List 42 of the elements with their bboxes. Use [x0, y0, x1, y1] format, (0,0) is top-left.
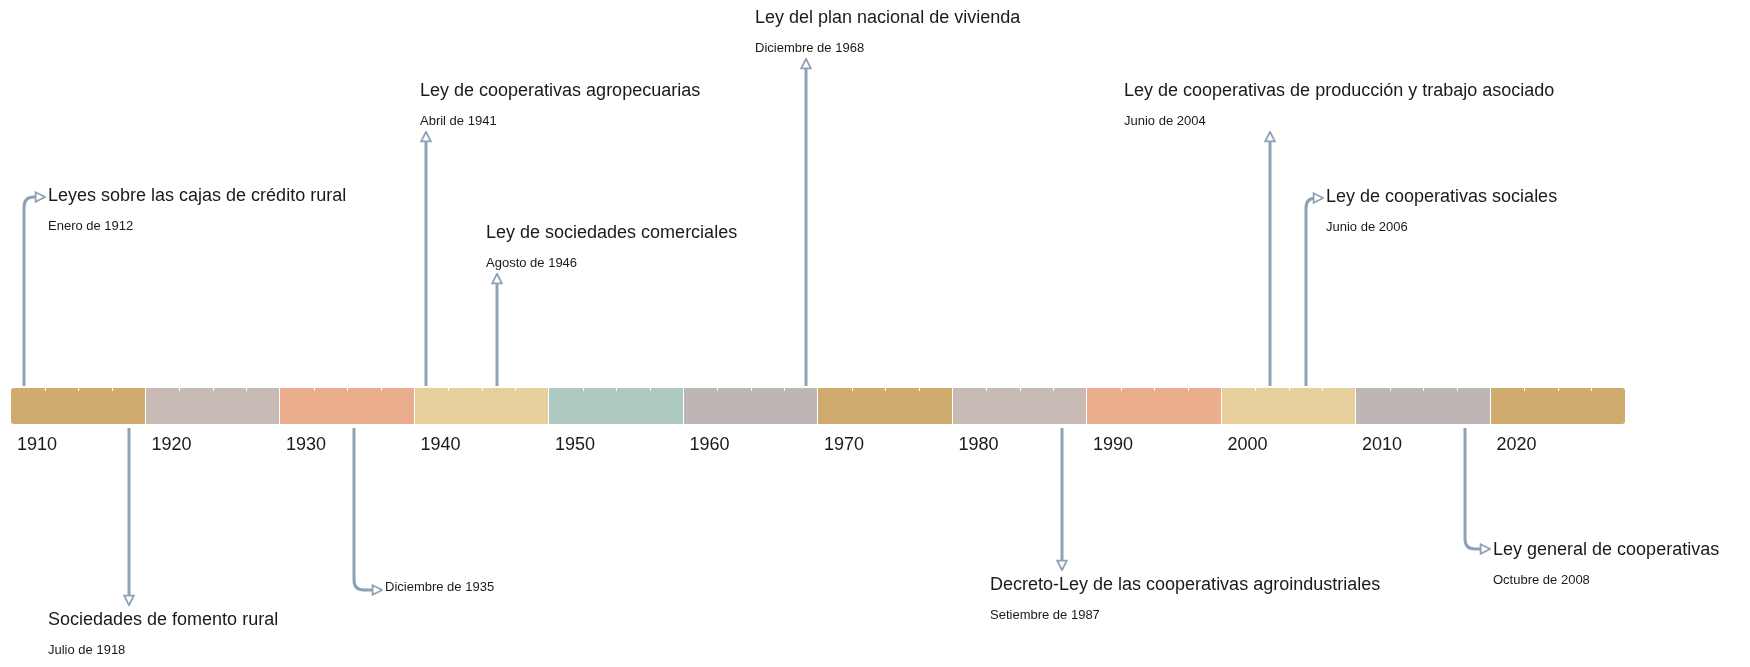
arrow	[352, 428, 384, 596]
event-date: Junio de 2006	[1326, 218, 1409, 236]
event-date: Agosto de 1946	[486, 254, 579, 272]
event-title: Ley de sociedades comerciales	[486, 221, 738, 244]
event-title: Leyes sobre las cajas de crédito rural	[48, 184, 347, 207]
event-title: Ley de cooperativas sociales	[1326, 185, 1558, 208]
year-label: 1980	[958, 433, 999, 456]
year-label: 2020	[1496, 433, 1537, 456]
arrow	[22, 191, 47, 386]
event-title: Ley de cooperativas agropecuarias	[420, 79, 701, 102]
year-label: 1940	[420, 433, 461, 456]
event-date: Enero de 1912	[48, 217, 135, 235]
event-title: Decreto-Ley de las cooperativas agroindustriales	[990, 573, 1381, 596]
year-label: 1920	[151, 433, 192, 456]
year-label: 1990	[1093, 433, 1134, 456]
event-date: Diciembre de 1968	[755, 39, 866, 57]
year-label: 1930	[286, 433, 327, 456]
timeline-bar	[11, 388, 1625, 424]
arrow	[1264, 130, 1276, 386]
year-label: 2010	[1362, 433, 1403, 456]
event-title: Ley del plan nacional de vivienda	[755, 6, 1021, 29]
year-label: 2000	[1227, 433, 1268, 456]
event-title: Sociedades de fomento rural	[48, 608, 279, 631]
arrow	[1056, 428, 1068, 572]
event-date: Abril de 1941	[420, 112, 498, 130]
event-title: Ley de cooperativas de producción y trabajo asociado	[1124, 79, 1555, 102]
event-date: Octubre de 2008	[1493, 571, 1591, 589]
arrow	[123, 428, 135, 607]
arrow	[1304, 192, 1325, 386]
event-date: Setiembre de 1987	[990, 606, 1101, 624]
year-label: 1950	[555, 433, 596, 456]
event-date: Diciembre de 1935	[385, 578, 495, 596]
event-date: Junio de 2004	[1124, 112, 1207, 130]
year-label: 1910	[17, 433, 58, 456]
year-label: 1970	[824, 433, 865, 456]
event-date: Julio de 1918	[48, 641, 127, 659]
event-title: Ley general de cooperativas	[1493, 538, 1720, 561]
arrow	[800, 57, 812, 386]
arrow	[1463, 428, 1492, 555]
year-label: 1960	[689, 433, 730, 456]
arrow	[491, 272, 503, 386]
arrow	[420, 130, 432, 386]
